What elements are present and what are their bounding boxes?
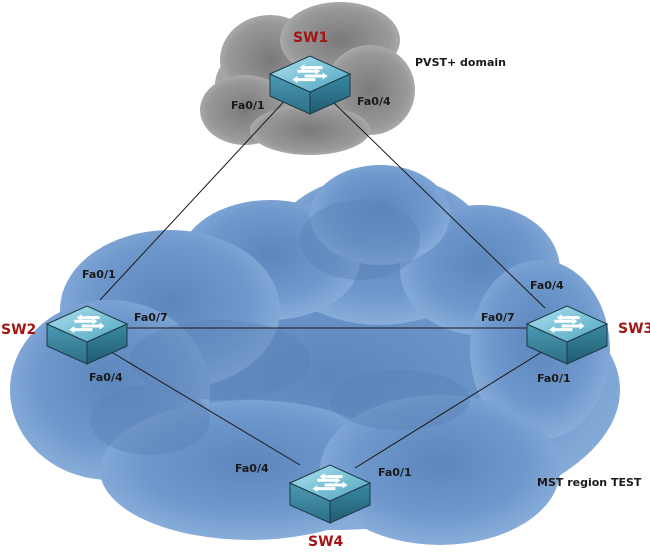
port-label-sw3-fa0-1: Fa0/1	[537, 372, 571, 385]
port-label-sw3-fa0-4: Fa0/4	[530, 279, 564, 292]
links	[99, 94, 546, 469]
switch-name-sw4: SW4	[308, 534, 344, 550]
port-label-sw4-fa0-4: Fa0/4	[235, 462, 269, 475]
port-label-sw2-fa0-1: Fa0/1	[82, 268, 116, 281]
switch-name-sw1: SW1	[293, 30, 328, 46]
switch-name-sw2: SW2	[1, 322, 36, 338]
pvst-domain-label: PVST+ domain	[415, 56, 506, 69]
port-label-sw3-fa0-7: Fa0/7	[481, 311, 515, 324]
switch-icon-sw2[interactable]	[45, 305, 129, 365]
switch-icon-sw3[interactable]	[525, 305, 609, 365]
link-sw2-sw4	[107, 349, 301, 466]
switch-icon-sw4[interactable]	[288, 464, 372, 524]
switch-icon-sw1[interactable]	[268, 55, 352, 115]
port-label-sw1-fa0-4: Fa0/4	[357, 95, 391, 108]
mst-region-label: MST region TEST	[537, 476, 642, 489]
link-sw1-sw2	[99, 94, 291, 301]
port-label-sw1-fa0-1: Fa0/1	[231, 99, 265, 112]
port-label-sw4-fa0-1: Fa0/1	[378, 466, 412, 479]
link-sw1-sw3	[332, 101, 546, 309]
link-sw3-sw4	[354, 349, 546, 469]
port-label-sw2-fa0-7: Fa0/7	[134, 311, 168, 324]
switch-name-sw3: SW3	[618, 321, 650, 337]
port-label-sw2-fa0-4: Fa0/4	[89, 371, 123, 384]
